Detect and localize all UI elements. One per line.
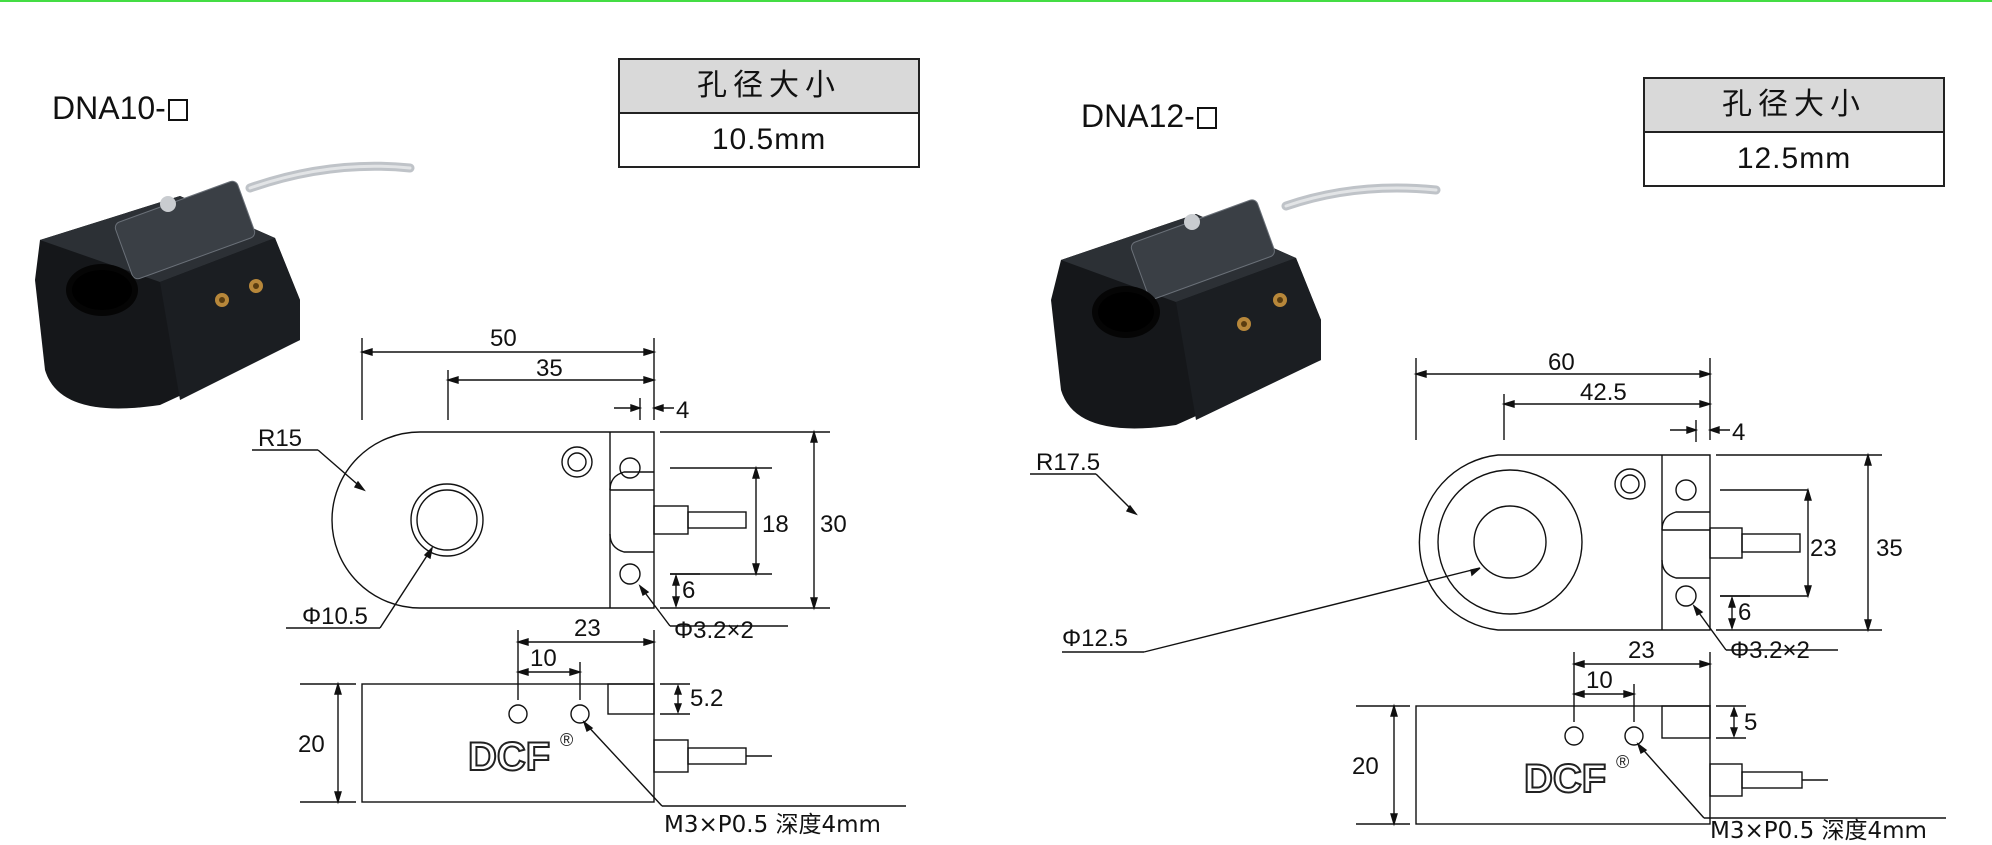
dim-length: 50 xyxy=(490,325,517,352)
dcf-logo: DCF xyxy=(1524,757,1606,801)
model-title: DNA10- xyxy=(52,90,188,127)
dim-hole-offset: 35 xyxy=(536,355,563,382)
spec-value: 10.5mm xyxy=(711,123,827,156)
dim-side-23: 23 xyxy=(1628,637,1655,664)
registered-mark: ® xyxy=(560,730,573,750)
dim-side-23: 23 xyxy=(574,615,601,642)
top-view-labels: 60 42.5 4 R17.5 23 35 6 Φ12.5 Φ3.2×2 xyxy=(1036,349,1903,664)
dim-side-10: 10 xyxy=(530,645,557,672)
sensor-drawing: 50 35 4 R15 18 30 6 Φ10.5 Φ3.2×2 xyxy=(35,161,906,838)
dim-hole-offset: 42.5 xyxy=(1580,379,1627,406)
top-view-labels: 50 35 4 R15 18 30 6 Φ10.5 Φ3.2×2 xyxy=(258,325,847,644)
panel-dna10: DNA10- 孔径大小 10.5mm xyxy=(35,58,920,838)
dim-hole-diameter: Φ10.5 xyxy=(302,603,368,630)
dim-hole-diameter: Φ12.5 xyxy=(1062,625,1128,652)
model-name: DNA12- xyxy=(1081,98,1195,134)
side-view-labels: 23 10 5 20 DCF ® M3×P0.5 深度4mm xyxy=(1352,637,1927,844)
top-accent-line xyxy=(0,0,1992,2)
dim-radius: R15 xyxy=(258,425,302,452)
dim-radius: R17.5 xyxy=(1036,449,1100,476)
dim-inner-height: 18 xyxy=(762,511,789,538)
spec-table: 孔径大小 12.5mm xyxy=(1643,77,1945,187)
dim-height: 30 xyxy=(820,511,847,538)
sensor-photo xyxy=(1051,183,1441,429)
spec-header: 孔径大小 xyxy=(1645,79,1943,133)
spec-header: 孔径大小 xyxy=(620,60,918,114)
placeholder-box-icon xyxy=(1196,107,1217,129)
dim-mount-diameter: Φ3.2×2 xyxy=(1730,637,1810,664)
spec-table: 孔径大小 10.5mm xyxy=(618,58,920,168)
model-title: DNA12- xyxy=(1081,98,1217,135)
dim-inner-height: 23 xyxy=(1810,535,1837,562)
sensor-drawing: 60 42.5 4 R17.5 23 35 6 Φ12.5 Φ3.2×2 xyxy=(1030,183,1946,844)
model-name: DNA10- xyxy=(52,90,166,126)
dim-side-10: 10 xyxy=(1586,667,1613,694)
side-view-labels: 23 10 5.2 20 DCF ® M3×P0.5 深度4mm xyxy=(298,615,881,838)
registered-mark: ® xyxy=(1616,752,1629,772)
dim-thread: M3×P0.5 深度4mm xyxy=(664,812,881,838)
dim-thread: M3×P0.5 深度4mm xyxy=(1710,818,1927,844)
side-view-drawing xyxy=(300,630,906,807)
dim-mount-offset: 6 xyxy=(682,577,695,604)
dim-side-slot: 5 xyxy=(1744,709,1757,736)
dim-side-height: 20 xyxy=(298,731,325,758)
dim-side-slot: 5.2 xyxy=(690,685,723,712)
dim-mount-diameter: Φ3.2×2 xyxy=(674,617,754,644)
dim-length: 60 xyxy=(1548,349,1575,376)
sensor-photo xyxy=(35,161,415,409)
panel-dna12: DNA12- 孔径大小 12.5mm xyxy=(996,0,1992,845)
placeholder-box-icon xyxy=(167,99,188,121)
dim-height: 35 xyxy=(1876,535,1903,562)
top-view-drawing xyxy=(252,338,830,629)
dcf-logo: DCF xyxy=(468,735,550,779)
dim-tab: 4 xyxy=(676,397,689,424)
spec-value: 12.5mm xyxy=(1736,142,1852,175)
top-view-drawing xyxy=(1030,358,1882,653)
dim-tab: 4 xyxy=(1732,419,1745,446)
side-view-drawing xyxy=(1356,652,1946,827)
dim-mount-offset: 6 xyxy=(1738,599,1751,626)
dim-side-height: 20 xyxy=(1352,753,1379,780)
